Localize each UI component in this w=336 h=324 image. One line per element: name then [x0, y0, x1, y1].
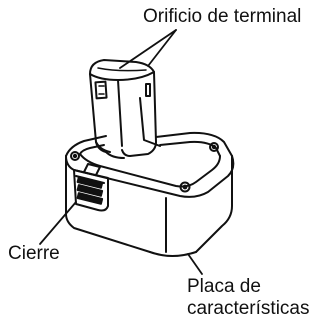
nameplate-label-line2: características: [187, 298, 310, 319]
leader-latch: [39, 201, 77, 245]
battery-base: [65, 131, 235, 257]
leader-lines: [39, 29, 203, 275]
leader-terminal-1: [119, 29, 177, 69]
leader-nameplate: [187, 253, 203, 275]
latch-label: Cierre: [8, 243, 60, 264]
battery-stem: [89, 59, 161, 159]
nameplate-label: Placa de características: [187, 276, 309, 320]
nameplate-label-line1: Placa de: [187, 276, 261, 297]
leader-terminal-2: [147, 29, 177, 67]
latch: [73, 163, 109, 212]
terminal-hole-label: Orificio de terminal: [143, 6, 302, 27]
